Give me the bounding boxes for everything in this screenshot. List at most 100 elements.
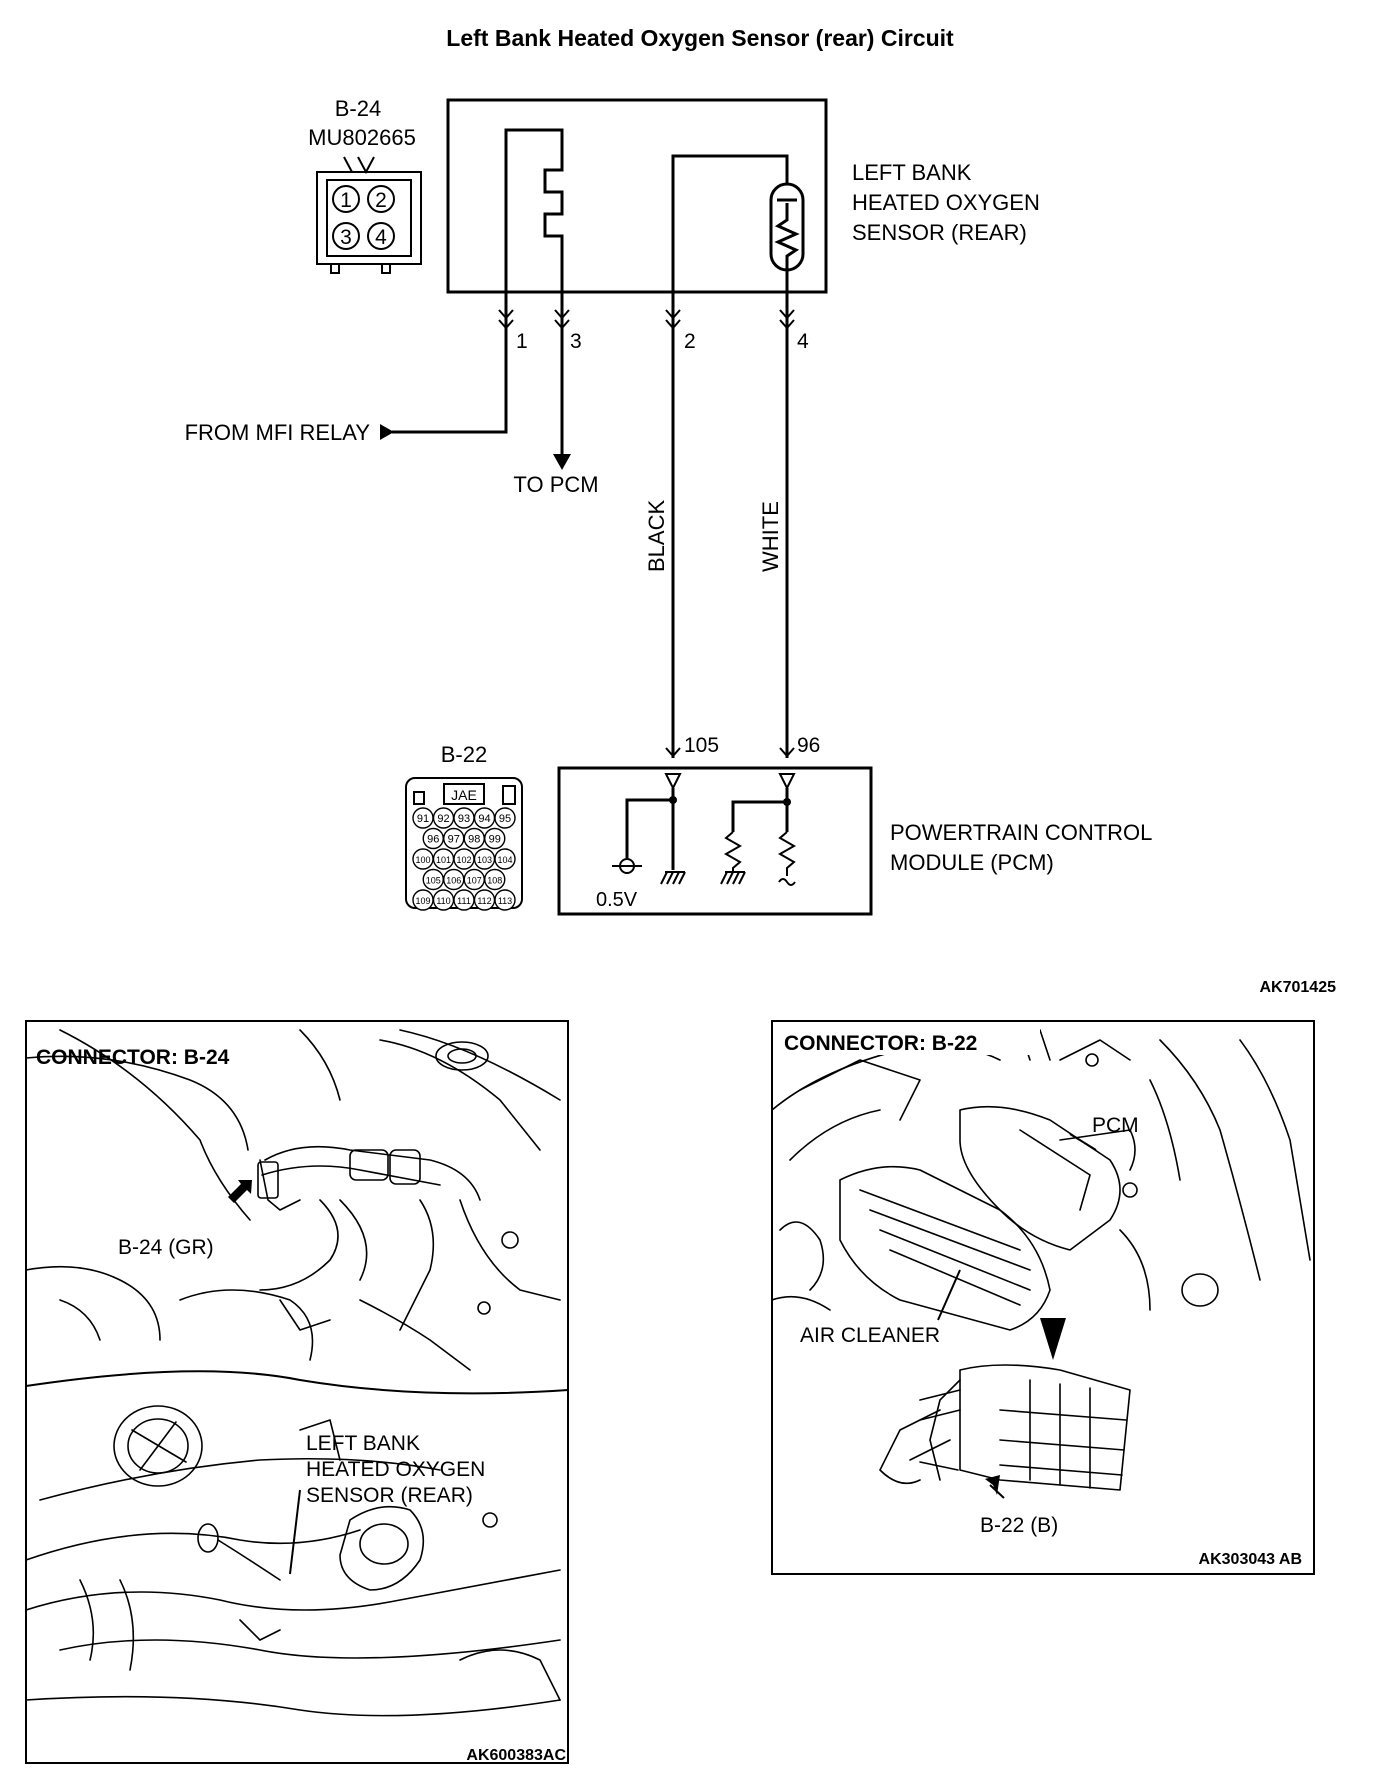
to-pcm-label: TO PCM bbox=[513, 472, 598, 497]
air-cleaner-label: AIR CLEANER bbox=[800, 1324, 940, 1347]
connector-b22-pin-label: 110 bbox=[436, 896, 450, 906]
connector-b22-pin-label: 104 bbox=[497, 855, 512, 865]
wire-black-label: BLACK bbox=[644, 500, 669, 572]
b22-callout: B-22 (B) bbox=[980, 1514, 1058, 1537]
connector-b22-pin-label: 112 bbox=[477, 896, 491, 906]
connector-b22-pin-95 bbox=[494, 807, 516, 829]
connector-b24-body bbox=[316, 171, 422, 265]
wire-white-label: WHITE bbox=[758, 501, 783, 572]
sensor-connector-chevrons: 1 3 2 4 bbox=[498, 309, 809, 353]
right-panel-heading: CONNECTOR: B-22 bbox=[784, 1032, 977, 1055]
sensor-label-3: SENSOR (REAR) bbox=[852, 220, 1027, 245]
relay-arrow bbox=[380, 424, 394, 440]
connector-b22-pin-label: 103 bbox=[477, 855, 492, 865]
connector-b22-pin-label: 113 bbox=[498, 896, 512, 906]
pcm-box: 0.5V POWERTRAIN CONTROL MODULE (PCM) bbox=[557, 766, 1152, 916]
right-pcm-label: PCM bbox=[1092, 1114, 1139, 1137]
connector-b22-pin-label: 102 bbox=[456, 855, 471, 865]
connector-b22-pin-label: 96 bbox=[427, 834, 439, 846]
left-panel-frame bbox=[25, 1020, 569, 1764]
connector-b24-pin-4 bbox=[367, 222, 395, 250]
sensor-resistor bbox=[774, 203, 800, 325]
pcm-connector-chevrons: 105 96 bbox=[665, 734, 820, 758]
left-sensor-label-1: LEFT BANK bbox=[306, 1432, 420, 1455]
left-figure-code: AK600383AC bbox=[466, 1747, 566, 1764]
heater-element bbox=[504, 128, 564, 325]
pcm-resistor-1 bbox=[723, 831, 743, 872]
connector-b22-pin-label: 107 bbox=[467, 876, 482, 886]
left-engine-illustration-bottom bbox=[25, 1405, 561, 1717]
connector-b22-pin-99 bbox=[484, 827, 506, 850]
connector-b22-pin-104 bbox=[494, 848, 516, 870]
b24-pointer-arrow bbox=[228, 1180, 252, 1203]
pcm-resistor-2 bbox=[777, 831, 797, 876]
connector-b24-pin-1 bbox=[332, 185, 360, 213]
connector-b22-pin-label: 97 bbox=[448, 834, 460, 846]
sensor-pin-4: 4 bbox=[797, 330, 809, 353]
connector-b22-pin-label: 92 bbox=[437, 813, 449, 825]
sensor-box: LEFT BANK HEATED OXYGEN SENSOR (REAR) bbox=[446, 98, 1040, 325]
connector-b22-brand: JAE bbox=[451, 787, 477, 803]
left-sensor-label-2: HEATED OXYGEN bbox=[306, 1458, 485, 1481]
sensor-label-1: LEFT BANK bbox=[852, 160, 972, 185]
connector-b22-pin-label: 99 bbox=[489, 834, 501, 846]
diagram-title: Left Bank Heated Oxygen Sensor (rear) Ci… bbox=[446, 25, 954, 51]
sensor-pin-2: 2 bbox=[684, 330, 696, 353]
pcm-label-2: MODULE (PCM) bbox=[890, 850, 1054, 875]
connector-b22-pin-label: 111 bbox=[457, 896, 471, 906]
to-pcm-arrow bbox=[553, 454, 571, 470]
svg-text:3: 3 bbox=[340, 226, 352, 249]
left-engine-illustration-top bbox=[25, 1029, 561, 1371]
connector-b24-pin-3 bbox=[332, 222, 360, 250]
connector-b24-symbol: B-24 MU802665 1 2 3 4 bbox=[308, 96, 422, 274]
from-mfi-relay-label: FROM MFI RELAY bbox=[185, 420, 371, 445]
connector-b22-pin-label: 93 bbox=[458, 813, 470, 825]
sensor-label-2: HEATED OXYGEN bbox=[852, 190, 1040, 215]
closeup-pointer bbox=[1040, 1318, 1066, 1360]
ground-symbol-2 bbox=[720, 871, 746, 885]
connector-b22-pin-label: 105 bbox=[426, 876, 441, 886]
ac-symbol bbox=[778, 878, 796, 886]
right-figure-code: AK303043 AB bbox=[1199, 1551, 1302, 1568]
right-engine-illustration bbox=[771, 1029, 1311, 1331]
connector-b22-pin-label: 98 bbox=[468, 834, 480, 846]
circuit-wires: FROM MFI RELAY TO PCM BLACK WHITE bbox=[185, 325, 789, 758]
circuit-figure-code: AK701425 bbox=[1260, 979, 1337, 996]
pcm-leader-line bbox=[1069, 1133, 1097, 1151]
sensor-lead bbox=[671, 154, 789, 325]
connector-b22-pin-label: 94 bbox=[478, 813, 490, 825]
sensor-leader-line bbox=[289, 1489, 301, 1575]
right-panel-frame bbox=[771, 1020, 1315, 1575]
connector-b24-id: B-24 bbox=[335, 96, 381, 121]
pcm-outline bbox=[557, 766, 873, 916]
left-sensor-label-3: SENSOR (REAR) bbox=[306, 1484, 473, 1507]
connector-b22-pin-label: 106 bbox=[446, 876, 461, 886]
left-panel-heading: CONNECTOR: B-24 bbox=[36, 1046, 230, 1069]
wire-pin1-relay bbox=[392, 325, 508, 434]
connector-b22-pin-108 bbox=[484, 868, 506, 891]
b24-callout: B-24 (GR) bbox=[118, 1236, 214, 1259]
svg-text:4: 4 bbox=[375, 226, 387, 249]
sensor-outline bbox=[446, 98, 828, 294]
right-photo-panel: CONNECTOR: B-22 PCM AIR CLEANER B-22 (B)… bbox=[771, 1020, 1315, 1575]
connector-b24-part-number: MU802665 bbox=[308, 125, 416, 150]
connector-b22-pin-113 bbox=[494, 889, 516, 911]
ground-symbol-1 bbox=[660, 871, 686, 885]
pcm-connector-closeup bbox=[879, 1364, 1131, 1491]
connector-b22-pin-label: 109 bbox=[415, 896, 430, 906]
connector-b22-pin-label: 101 bbox=[436, 855, 451, 865]
left-photo-panel: CONNECTOR: B-24 B-24 (GR) LEFT BANK HEAT… bbox=[25, 1020, 569, 1764]
connector-b22-pin-label: 108 bbox=[487, 876, 502, 886]
connector-b22-pin-label: 91 bbox=[417, 813, 429, 825]
sensor-pin-3: 3 bbox=[570, 330, 582, 353]
pcm-label-1: POWERTRAIN CONTROL bbox=[890, 820, 1152, 845]
pcm-pin-105: 105 bbox=[684, 734, 719, 757]
pcm-voltage: 0.5V bbox=[596, 889, 638, 911]
connector-b22-id: B-22 bbox=[441, 742, 487, 767]
connector-b24-pin-2 bbox=[367, 185, 395, 213]
connector-b22-pin-label: 100 bbox=[415, 855, 430, 865]
pcm-pin-96: 96 bbox=[797, 734, 820, 757]
